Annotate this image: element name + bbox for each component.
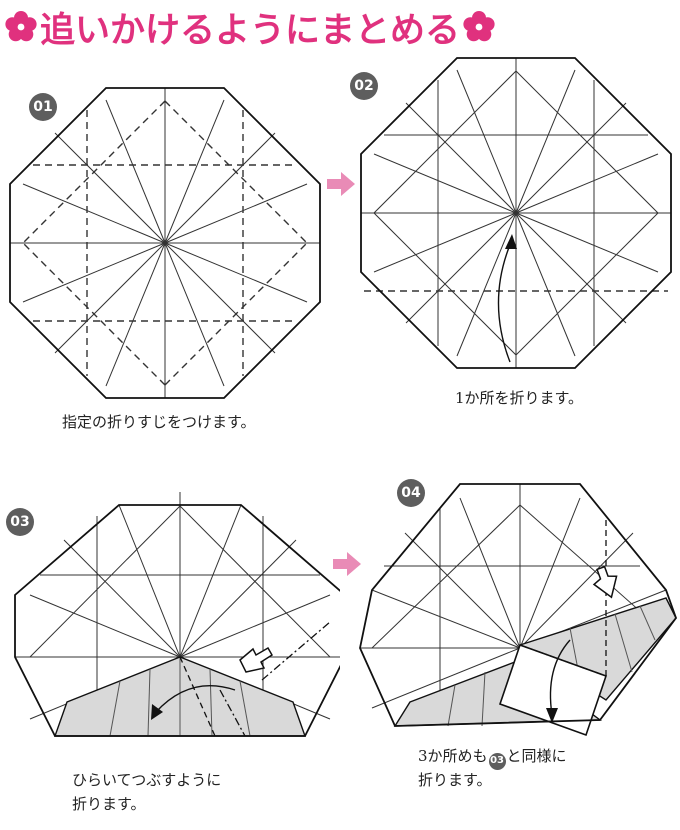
step-03-caption-line1: ひらいてつぶすように: [72, 771, 222, 789]
step-04-caption-line2: 折ります。: [418, 771, 492, 789]
step-ref-badge: 03: [488, 752, 506, 770]
step-01-caption: 指定の折りすじをつけます。: [62, 413, 256, 431]
step-03-caption-line2: 折ります。: [72, 795, 146, 813]
step-badge-03: 03: [6, 508, 34, 536]
step-badge-04: 04: [397, 479, 425, 507]
plum-flower-icon: [462, 10, 496, 44]
step-01-diagram: [9, 87, 321, 399]
next-step-arrow-icon: [333, 552, 361, 576]
step-04-caption-post: と同様に: [506, 747, 567, 765]
step-badge-02: 02: [350, 72, 378, 100]
step-02-diagram: [360, 57, 672, 369]
step-02-caption: 1か所を折ります。: [455, 389, 584, 407]
title-text: 追いかけるようにまとめる: [40, 10, 461, 51]
page-title: 追いかけるようにまとめる: [4, 2, 496, 52]
plum-flower-icon: [4, 10, 38, 44]
next-step-arrow-icon: [327, 172, 355, 196]
step-04-diagram: [359, 483, 678, 737]
step-badge-01: 01: [29, 93, 57, 121]
step-04-caption-pre: 3か所めも: [418, 747, 488, 765]
step-03-diagram: [14, 492, 340, 737]
